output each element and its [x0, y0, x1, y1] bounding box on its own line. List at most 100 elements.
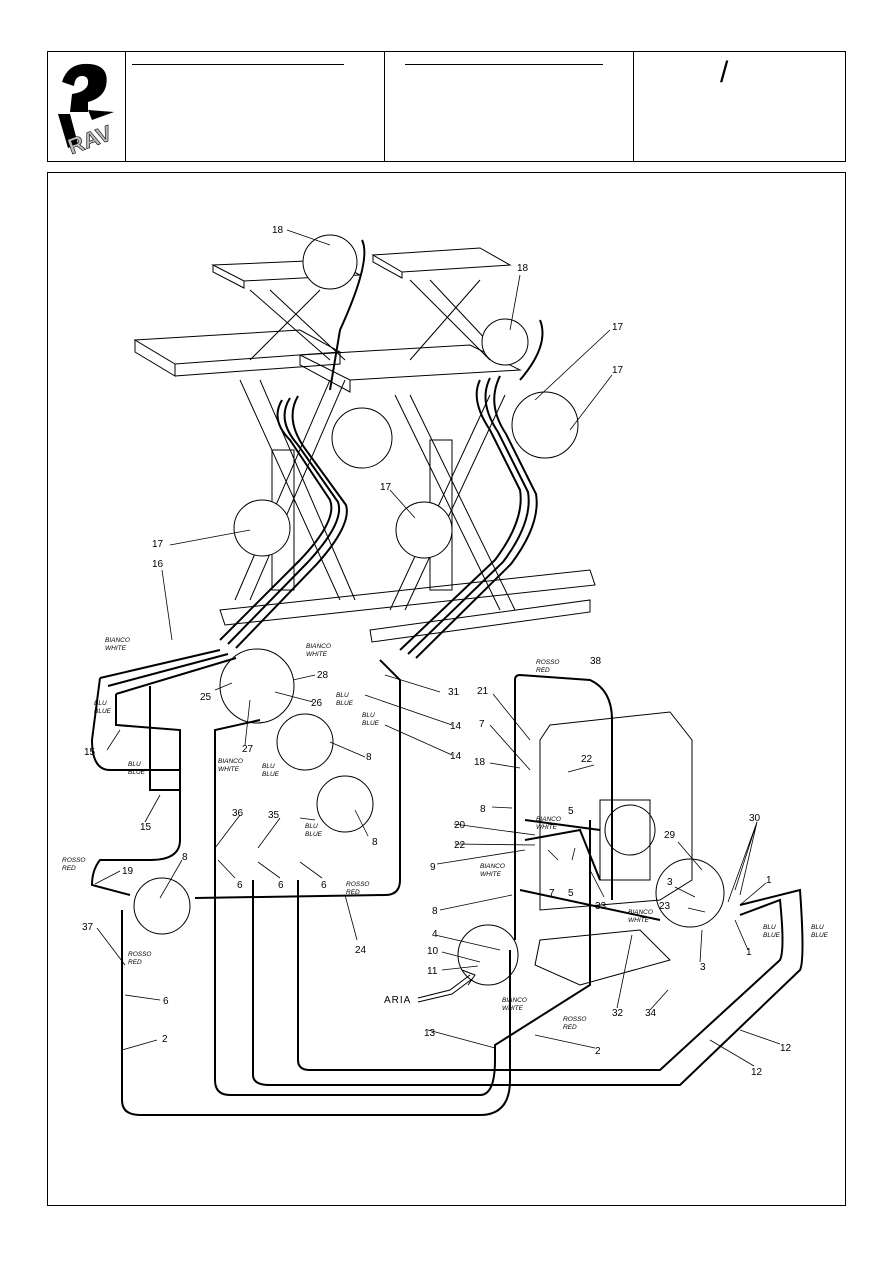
label-17d: 17 — [380, 482, 392, 493]
svg-text:WHITE: WHITE — [105, 645, 127, 652]
label-34: 34 — [645, 1008, 657, 1019]
svg-text:BIANCO: BIANCO — [306, 643, 331, 650]
label-25: 25 — [200, 692, 212, 703]
label-36: 36 — [232, 808, 244, 819]
page-mark: / — [720, 56, 729, 89]
air-inlet-arrow — [417, 969, 476, 1003]
svg-text:WHITE: WHITE — [306, 651, 328, 658]
svg-text:WHITE: WHITE — [628, 917, 650, 924]
label-7a: 7 — [479, 719, 485, 730]
svg-text:RED: RED — [536, 667, 550, 674]
label-19: 19 — [122, 866, 134, 877]
power-unit — [534, 711, 693, 986]
label-1a: 1 — [766, 875, 772, 886]
svg-text:BLU: BLU — [362, 712, 375, 719]
leader-lines — [94, 229, 781, 1067]
label-18b: 18 — [517, 263, 529, 274]
svg-text:BLUE: BLUE — [811, 932, 829, 939]
part-number-labels: 18 18 17 17 17 17 16 28 25 26 27 31 14 1… — [82, 225, 792, 1078]
label-3a: 3 — [667, 877, 673, 888]
svg-text:BLUE: BLUE — [262, 771, 280, 778]
svg-text:BLU: BLU — [811, 924, 824, 931]
svg-text:BIANCO: BIANCO — [536, 816, 561, 823]
svg-text:BLUE: BLUE — [94, 708, 112, 715]
label-17b: 17 — [612, 365, 624, 376]
label-8a: 8 — [366, 752, 372, 763]
label-3b: 3 — [700, 962, 706, 973]
svg-text:BLU: BLU — [262, 763, 275, 770]
title-cell-1 — [126, 52, 385, 161]
svg-text:WHITE: WHITE — [218, 766, 240, 773]
label-6c: 6 — [321, 880, 327, 891]
svg-text:ROSSO: ROSSO — [346, 881, 369, 888]
label-9: 9 — [430, 862, 436, 873]
title-block: RAV / — [47, 51, 846, 162]
label-5a: 5 — [568, 806, 574, 817]
svg-text:ROSSO: ROSSO — [536, 659, 559, 666]
label-18a: 18 — [272, 225, 284, 236]
label-37: 37 — [82, 922, 94, 933]
label-2b: 2 — [595, 1046, 601, 1057]
label-30: 30 — [749, 813, 761, 824]
label-17c: 17 — [152, 539, 164, 550]
hoses — [90, 239, 804, 1116]
svg-text:BIANCO: BIANCO — [105, 637, 130, 644]
label-2a: 2 — [162, 1034, 168, 1045]
label-27: 27 — [242, 744, 254, 755]
drawing-frame — [47, 172, 846, 1206]
svg-text:BLUE: BLUE — [128, 769, 146, 776]
label-21: 21 — [477, 686, 489, 697]
title-cell-2 — [385, 52, 634, 161]
rav-logo: RAV — [58, 63, 116, 159]
label-29: 29 — [664, 830, 676, 841]
label-11: 11 — [427, 966, 438, 977]
label-33: 33 — [595, 901, 607, 912]
label-6d: 6 — [163, 996, 169, 1007]
label-31: 31 — [448, 687, 460, 698]
label-1b: 1 — [746, 947, 752, 958]
label-23: 23 — [659, 901, 671, 912]
svg-text:BLU: BLU — [305, 823, 318, 830]
svg-text:BLU: BLU — [336, 692, 349, 699]
svg-text:BIANCO: BIANCO — [480, 863, 505, 870]
label-13: 13 — [424, 1028, 436, 1039]
svg-text:BLUE: BLUE — [336, 700, 354, 707]
svg-text:BLU: BLU — [763, 924, 776, 931]
svg-text:BLUE: BLUE — [362, 720, 380, 727]
label-17a: 17 — [612, 322, 624, 333]
label-20: 20 — [454, 820, 466, 831]
label-26: 26 — [311, 698, 323, 709]
label-8d: 8 — [480, 804, 486, 815]
label-12b: 12 — [751, 1067, 763, 1078]
label-24: 24 — [355, 945, 367, 956]
label-16: 16 — [152, 559, 164, 570]
label-8e: 8 — [432, 906, 438, 917]
label-7b: 7 — [549, 888, 555, 899]
svg-text:RED: RED — [128, 959, 142, 966]
label-15a: 15 — [84, 747, 96, 758]
svg-text:BLU: BLU — [94, 700, 107, 707]
label-32: 32 — [612, 1008, 624, 1019]
svg-text:WHITE: WHITE — [480, 871, 502, 878]
svg-text:WHITE: WHITE — [502, 1005, 524, 1012]
label-38: 38 — [590, 656, 602, 667]
svg-text:RED: RED — [563, 1024, 577, 1031]
svg-text:ROSSO: ROSSO — [563, 1016, 586, 1023]
label-35: 35 — [268, 810, 280, 821]
svg-text:BIANCO: BIANCO — [628, 909, 653, 916]
svg-text:BLUE: BLUE — [305, 831, 323, 838]
label-8b: 8 — [372, 837, 378, 848]
svg-text:ROSSO: ROSSO — [128, 951, 151, 958]
label-15b: 15 — [140, 822, 152, 833]
label-10: 10 — [427, 946, 439, 957]
label-22b: 22 — [454, 840, 466, 851]
label-5b: 5 — [568, 888, 574, 899]
svg-text:RED: RED — [62, 865, 76, 872]
air-label: ARIA — [384, 995, 411, 1006]
svg-text:BLU: BLU — [128, 761, 141, 768]
svg-text:BIANCO: BIANCO — [502, 997, 527, 1004]
label-18c: 18 — [474, 757, 486, 768]
label-28: 28 — [317, 670, 329, 681]
hose-colour-labels: BIANCO WHITE BIANCO WHITE BLU BLUE BLU B… — [62, 637, 829, 1031]
label-6a: 6 — [237, 880, 243, 891]
